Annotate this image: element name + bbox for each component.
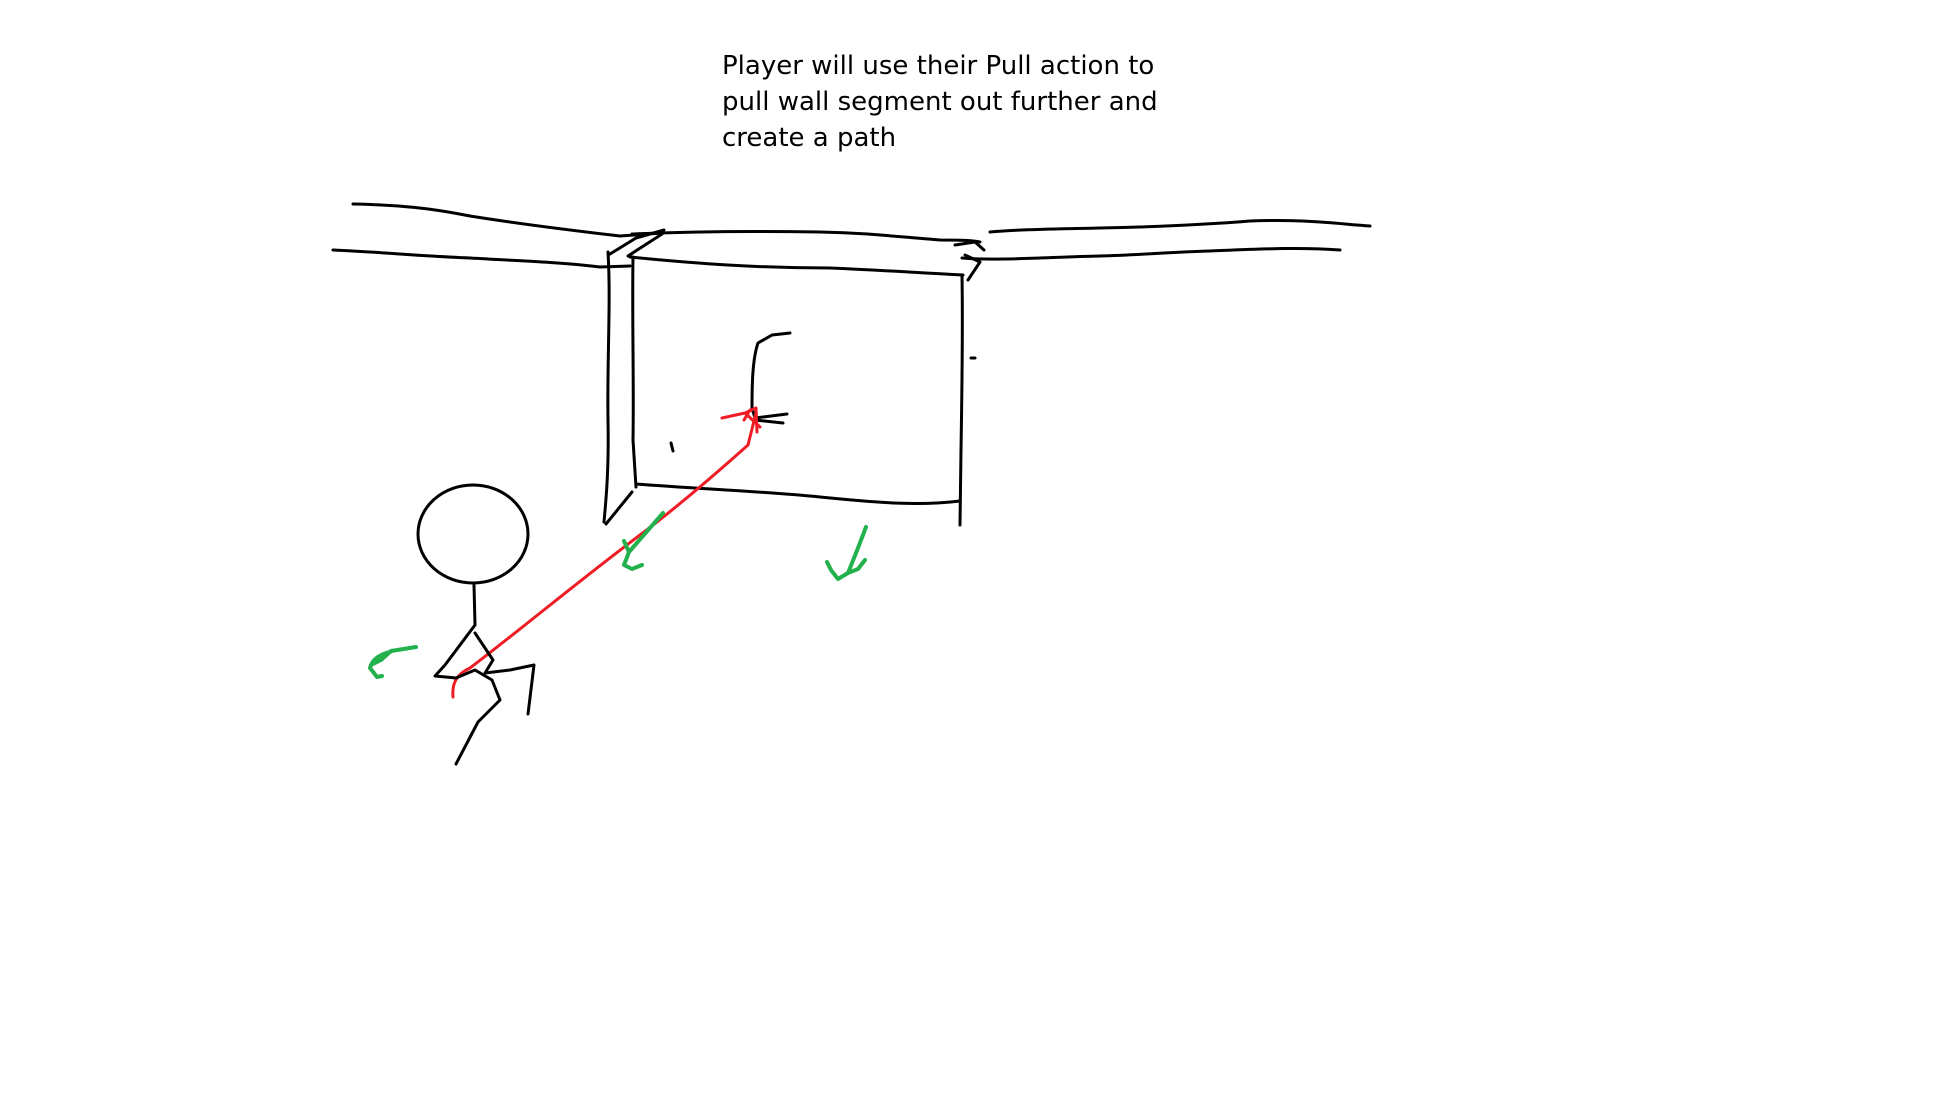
segment-left-edge-front (631, 255, 638, 489)
wall-left-top-edge (351, 202, 664, 238)
player-head (416, 483, 530, 585)
segment-corner-connector-top-right (953, 240, 986, 282)
annotation-text: Player will use their Pull action to pul… (722, 48, 1182, 156)
wall-left-segment (331, 202, 664, 269)
annotation-line-2: pull wall segment out further and (722, 87, 1158, 117)
segment-notch-mark (669, 356, 977, 453)
green-down-left-arrow-icon (368, 645, 418, 679)
motion-arrows (368, 511, 868, 679)
segment-top-face-back (630, 229, 982, 244)
segment-corner-connector-left (604, 490, 634, 526)
segment-bottom-edge (634, 482, 962, 506)
segment-right-edge (958, 274, 964, 527)
stick-figure-icon (416, 483, 536, 766)
wall-right-bottom-edge (960, 246, 1342, 261)
green-down-left-arrow-icon (825, 525, 868, 581)
pull-arrow (451, 406, 762, 699)
segment-left-edge-back (602, 250, 611, 524)
pulled-wall-segment (602, 228, 986, 527)
player-neck (472, 583, 477, 627)
pull-rope (451, 411, 758, 699)
wall-left-bottom-edge (331, 248, 632, 269)
player-body-and-arm (433, 623, 502, 766)
pull-arrow-head (720, 406, 762, 434)
segment-top-face-front (628, 255, 965, 277)
wall-handle (750, 331, 792, 425)
green-down-left-arrow-icon (622, 511, 665, 571)
wall-right-segment (960, 218, 1372, 261)
annotation-line-1: Player will use their Pull action to (722, 51, 1155, 81)
annotation-line-3: create a path (722, 123, 897, 153)
wall-right-top-edge (988, 218, 1372, 234)
player-right-arm (473, 631, 536, 716)
segment-corner-connector-top-left (608, 228, 666, 258)
